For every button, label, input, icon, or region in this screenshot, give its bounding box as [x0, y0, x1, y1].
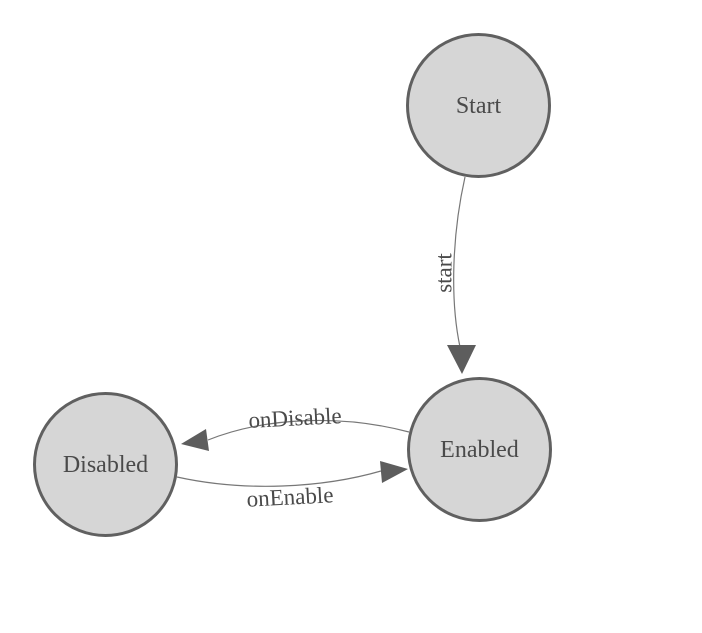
edge-label-start: start: [431, 253, 457, 293]
edge-enabled-to-disabled: [207, 419, 410, 441]
state-node-start-label: Start: [455, 92, 502, 119]
arrowhead-enabled-to-disabled: [181, 429, 209, 451]
state-node-start[interactable]: Start: [406, 33, 551, 178]
state-node-disabled[interactable]: Disabled: [33, 392, 178, 537]
edge-label-onenable: onEnable: [245, 482, 335, 512]
arrowhead-disabled-to-enabled: [380, 461, 408, 483]
arrowhead-start-to-enabled: [447, 345, 476, 374]
state-node-enabled[interactable]: Enabled: [407, 377, 552, 522]
edge-start-to-enabled: [453, 176, 466, 348]
edge-disabled-to-enabled: [176, 470, 382, 487]
state-node-enabled-label: Enabled: [440, 436, 519, 463]
state-node-disabled-label: Disabled: [62, 451, 149, 478]
edge-label-ondisable: onDisable: [247, 403, 343, 433]
